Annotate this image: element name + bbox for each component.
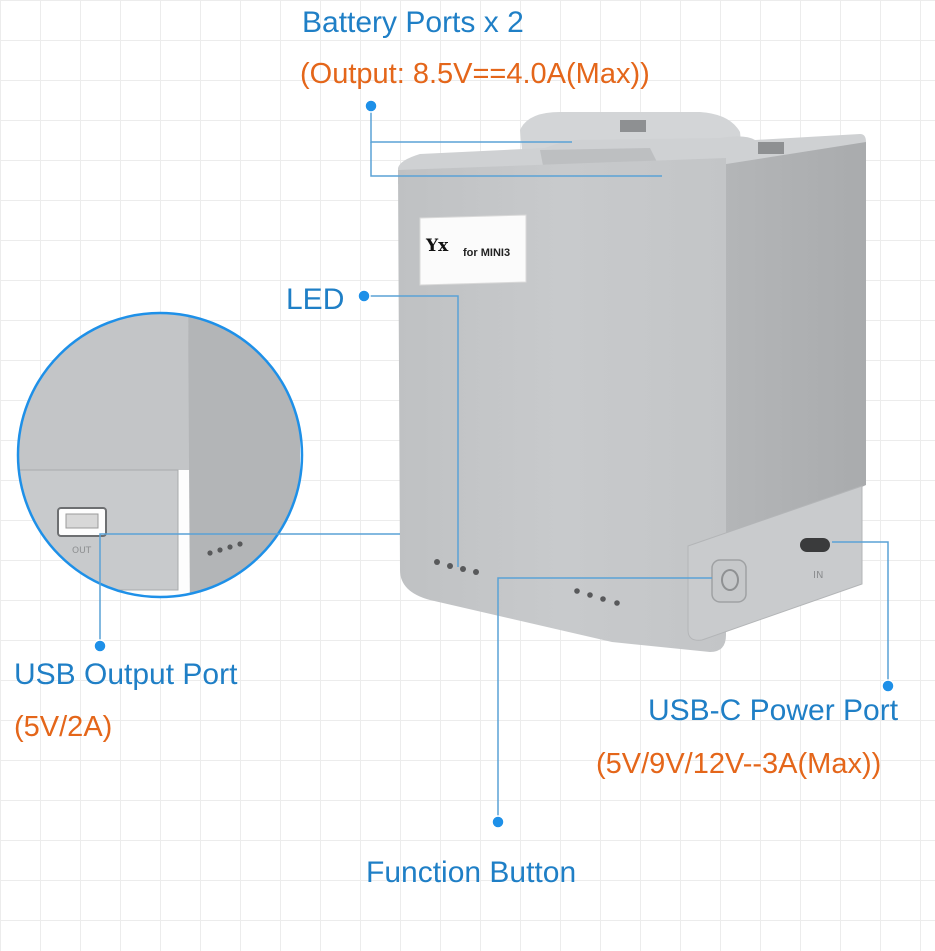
- leader-lines: [99, 106, 889, 820]
- usbc-port-mark: IN: [813, 570, 823, 581]
- zoom-circle-border: [16, 311, 304, 599]
- brand-mark: Yx: [425, 236, 449, 256]
- battery-ports-title: Battery Ports x 2: [302, 6, 524, 39]
- usb-output-title: USB Output Port: [14, 658, 238, 691]
- charger-hub: Yx for MINI3 IN: [398, 112, 866, 652]
- battery-ports-spec: (Output: 8.5V==4.0A(Max)): [300, 58, 650, 90]
- usb-port-mark: OUT: [72, 546, 92, 556]
- function-button-title: Function Button: [366, 856, 577, 889]
- usbc-power-title: USB-C Power Port: [648, 694, 899, 727]
- hub-side: [720, 142, 866, 540]
- vent-dots: [574, 588, 620, 606]
- zoom-inset: OUT: [16, 311, 304, 599]
- function-button-ring: [721, 569, 739, 591]
- usb-output-spec: (5V/2A): [14, 711, 113, 743]
- battery-contact: [620, 120, 646, 132]
- model-label: for MINI3: [463, 247, 510, 259]
- leader-dots: [93, 99, 895, 829]
- led-title: LED: [286, 283, 345, 316]
- usbc-power-spec: (5V/9V/12V--3A(Max)): [596, 748, 882, 780]
- function-button: [711, 559, 747, 603]
- usbc-port: [800, 538, 830, 552]
- led-indicators: [434, 559, 479, 575]
- battery-contact: [758, 142, 784, 154]
- model-sticker: [419, 214, 527, 286]
